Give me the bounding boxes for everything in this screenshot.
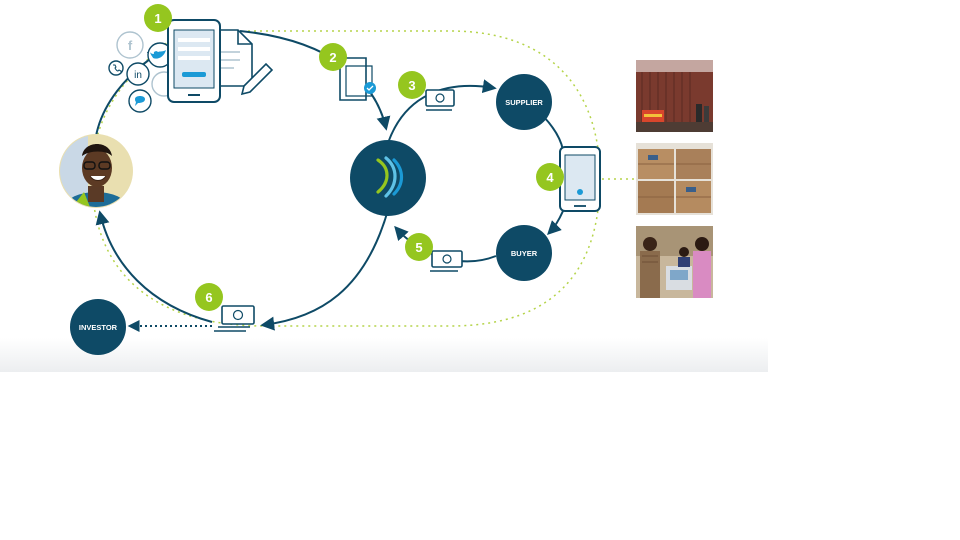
step-badge-4: 4 xyxy=(536,163,564,191)
borrower-avatar xyxy=(59,134,133,208)
step-badge-1: 1 xyxy=(144,4,172,32)
svg-text:1: 1 xyxy=(154,11,161,26)
stacked-boxes-photo xyxy=(636,143,713,215)
step-badge-5: 5 xyxy=(405,233,433,261)
facebook-icon: f xyxy=(116,31,144,59)
svg-text:3: 3 xyxy=(408,78,415,93)
loan-app-phone-icon xyxy=(167,19,221,103)
step-badge-6: 6 xyxy=(195,283,223,311)
step-badge-3: 3 xyxy=(398,71,426,99)
svg-text:5: 5 xyxy=(415,240,422,255)
dotted-loop-path xyxy=(91,30,601,327)
svg-text:6: 6 xyxy=(205,290,212,305)
money-icon-step-5 xyxy=(430,250,463,272)
arrow-funds-to-borrower xyxy=(95,210,213,323)
linkedin-icon: in xyxy=(126,62,150,86)
svg-text:f: f xyxy=(128,38,133,53)
investor-label: INVESTOR xyxy=(79,323,118,332)
buyer-label: BUYER xyxy=(511,249,538,258)
money-stack-icon-step-6 xyxy=(214,305,255,332)
approved-document-icon xyxy=(339,57,376,101)
investor-node: INVESTOR xyxy=(70,299,126,355)
supplier-node: SUPPLIER xyxy=(496,74,552,130)
arrow-supplier-to-phone xyxy=(543,116,564,151)
twitter-icon xyxy=(147,42,173,68)
workers-with-equipment-photo xyxy=(636,226,713,298)
step-badge-2: 2 xyxy=(319,43,347,71)
platform-hub xyxy=(350,140,426,216)
arrow-hub-to-investor-funds xyxy=(260,209,389,331)
svg-text:4: 4 xyxy=(546,170,554,185)
bottom-fade-band xyxy=(0,338,768,372)
social-icons-cluster: f in xyxy=(108,31,177,113)
arrow-phone-to-buyer xyxy=(547,210,564,235)
supplier-label: SUPPLIER xyxy=(505,98,543,107)
delivery-phone-icon xyxy=(559,146,601,212)
buyer-node: BUYER xyxy=(496,225,552,281)
shipping-containers-photo xyxy=(636,60,713,132)
svg-text:2: 2 xyxy=(329,50,336,65)
step-badges: 1 2 3 4 5 6 xyxy=(144,4,564,311)
money-icon-step-3 xyxy=(425,89,455,111)
arrow-borrower-to-app xyxy=(95,50,163,137)
chat-icon xyxy=(128,89,152,113)
svg-text:in: in xyxy=(134,70,142,81)
phone-icon xyxy=(108,60,124,76)
